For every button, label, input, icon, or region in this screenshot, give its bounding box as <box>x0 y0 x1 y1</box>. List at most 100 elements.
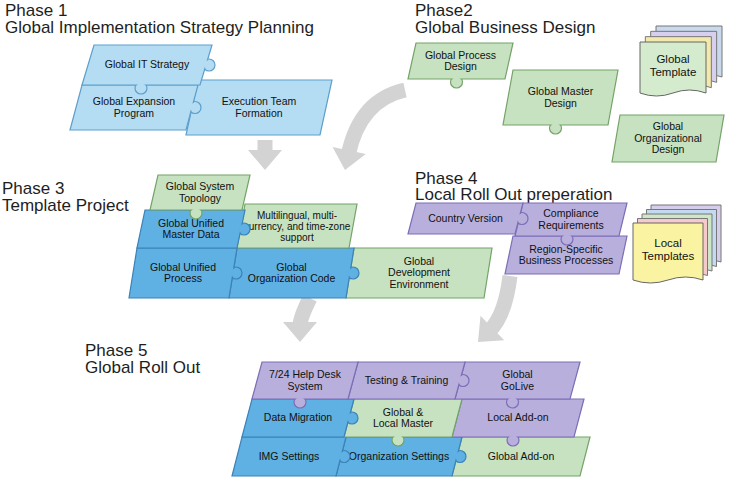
arrow-body <box>489 276 510 331</box>
piece-outline <box>150 175 250 210</box>
piece-outline <box>346 248 492 298</box>
puzzle-piece: Execution Team Formation <box>186 80 332 135</box>
piece-outline <box>515 203 627 236</box>
puzzle-piece: Global System Topology <box>150 175 250 210</box>
puzzle-piece: Global IT Strategy <box>82 45 212 85</box>
puzzle-piece: Global Add-on <box>452 437 590 476</box>
front-page <box>633 223 703 283</box>
phase-group: Phase 5Global Roll Out 7/24 Help Desk Sys… <box>80 342 595 478</box>
piece-outline <box>348 362 465 399</box>
puzzle-tab-fill <box>348 268 358 278</box>
piece-label: Testing & Training <box>354 375 459 387</box>
phase-title: Global Business Design <box>415 19 595 36</box>
puzzle-tab-fill <box>339 452 349 462</box>
puzzle-tab-fill <box>190 103 200 113</box>
piece-outline <box>237 204 357 248</box>
puzzle-tab-fill <box>393 435 403 445</box>
puzzle-piece: Global Master Design <box>503 70 618 125</box>
document-stack: Global Template <box>640 26 726 100</box>
puzzle-tab-fill <box>562 234 572 244</box>
flow-arrow <box>283 298 317 342</box>
puzzle-tab-fill <box>517 214 527 224</box>
puzzle-piece: Compliance Requirements <box>515 203 627 236</box>
puzzle-piece: Global Organizational Design <box>612 115 724 162</box>
puzzle-piece: 7/24 Help Desk System <box>252 362 358 399</box>
piece-label: Region-Specific Business Processes <box>514 244 619 267</box>
piece-outline <box>344 399 462 437</box>
puzzle-tab-fill <box>455 452 465 462</box>
arrow-head <box>478 316 504 342</box>
piece-label: Global Organizational Design <box>629 121 707 156</box>
piece-label: Global Process Design <box>421 50 501 73</box>
phase-title: Global Roll Out <box>85 359 200 376</box>
template-label: Global Template <box>640 42 706 90</box>
phase-title: Template Project <box>2 197 129 214</box>
piece-outline <box>129 248 237 298</box>
puzzle-piece: Global & Local Master <box>344 399 462 437</box>
arrow-head <box>248 150 282 170</box>
puzzle-tab-fill <box>295 397 305 407</box>
piece-outline <box>242 399 354 437</box>
piece-label: Execution Team Formation <box>214 96 304 119</box>
puzzle-tab-fill <box>458 376 468 386</box>
puzzle-tab-fill <box>347 413 357 423</box>
piece-outline <box>137 210 245 248</box>
piece-label: Global Expansion Program <box>87 96 182 119</box>
puzzle-tab-fill <box>508 397 518 407</box>
phase-number: Phase 5 <box>85 342 147 359</box>
piece-label: Global Unified Process <box>143 262 223 285</box>
piece-outline <box>82 45 212 85</box>
document-stack: Local Templates <box>633 205 725 287</box>
puzzle-tab-fill <box>551 123 561 133</box>
piece-label: Global Development Environment <box>382 256 457 291</box>
piece-label: Local Add-on <box>468 412 568 424</box>
front-page <box>640 42 706 96</box>
piece-outline <box>336 437 462 476</box>
phase-group: Phase 1Global Implementation Strategy Pl… <box>0 0 335 140</box>
puzzle-piece: Global Process Design <box>408 43 513 79</box>
template-label: Local Templates <box>633 223 703 277</box>
phase-number: Phase 1 <box>5 2 67 19</box>
piece-label: Global & Local Master <box>371 407 435 430</box>
puzzle-tab-fill <box>239 224 249 234</box>
puzzle-tab-fill <box>191 208 201 218</box>
piece-label: Compliance Requirements <box>531 208 611 231</box>
piece-label: 7/24 Help Desk System <box>265 369 345 392</box>
puzzle-tab-fill <box>508 435 518 445</box>
piece-outline <box>252 362 358 399</box>
piece-outline <box>505 236 627 274</box>
arrow-body <box>300 298 310 326</box>
piece-outline <box>229 248 354 298</box>
puzzle-tab-fill <box>452 77 462 87</box>
piece-label: Global Unified Master Data <box>149 218 234 241</box>
piece-outline <box>186 80 332 135</box>
piece-label: Global Master Design <box>521 86 601 109</box>
piece-outline <box>408 203 523 234</box>
puzzle-piece: Testing & Training <box>348 362 465 399</box>
puzzle-piece: Global GoLive <box>455 362 580 399</box>
piece-outline <box>70 85 198 130</box>
piece-label: Multilingual, multi-currency, and time-z… <box>241 210 353 243</box>
puzzle-piece: Country Version <box>408 203 523 234</box>
piece-outline <box>232 437 346 476</box>
puzzle-tab-fill <box>136 83 146 93</box>
arrow-head <box>333 147 366 170</box>
piece-label: IMG Settings <box>239 451 339 463</box>
piece-label: Global Add-on <box>471 451 571 463</box>
flow-arrow <box>248 140 282 170</box>
phase-number: Phase 3 <box>2 180 64 197</box>
piece-outline <box>452 437 590 476</box>
puzzle-piece: Global Unified Process <box>129 248 237 298</box>
piece-outline <box>408 43 513 79</box>
piece-label: Country Version <box>416 213 516 225</box>
puzzle-tab-fill <box>204 60 214 70</box>
puzzle-tab-fill <box>231 268 241 278</box>
puzzle-piece: Global Organization Code <box>229 248 354 298</box>
piece-label: Data Migration <box>248 412 348 424</box>
piece-outline <box>452 399 584 437</box>
puzzle-piece: Global Expansion Program <box>70 85 198 130</box>
puzzle-piece: Global Development Environment <box>346 248 492 298</box>
phase-number: Phase2 <box>415 2 473 19</box>
puzzle-piece: IMG Settings <box>232 437 346 476</box>
